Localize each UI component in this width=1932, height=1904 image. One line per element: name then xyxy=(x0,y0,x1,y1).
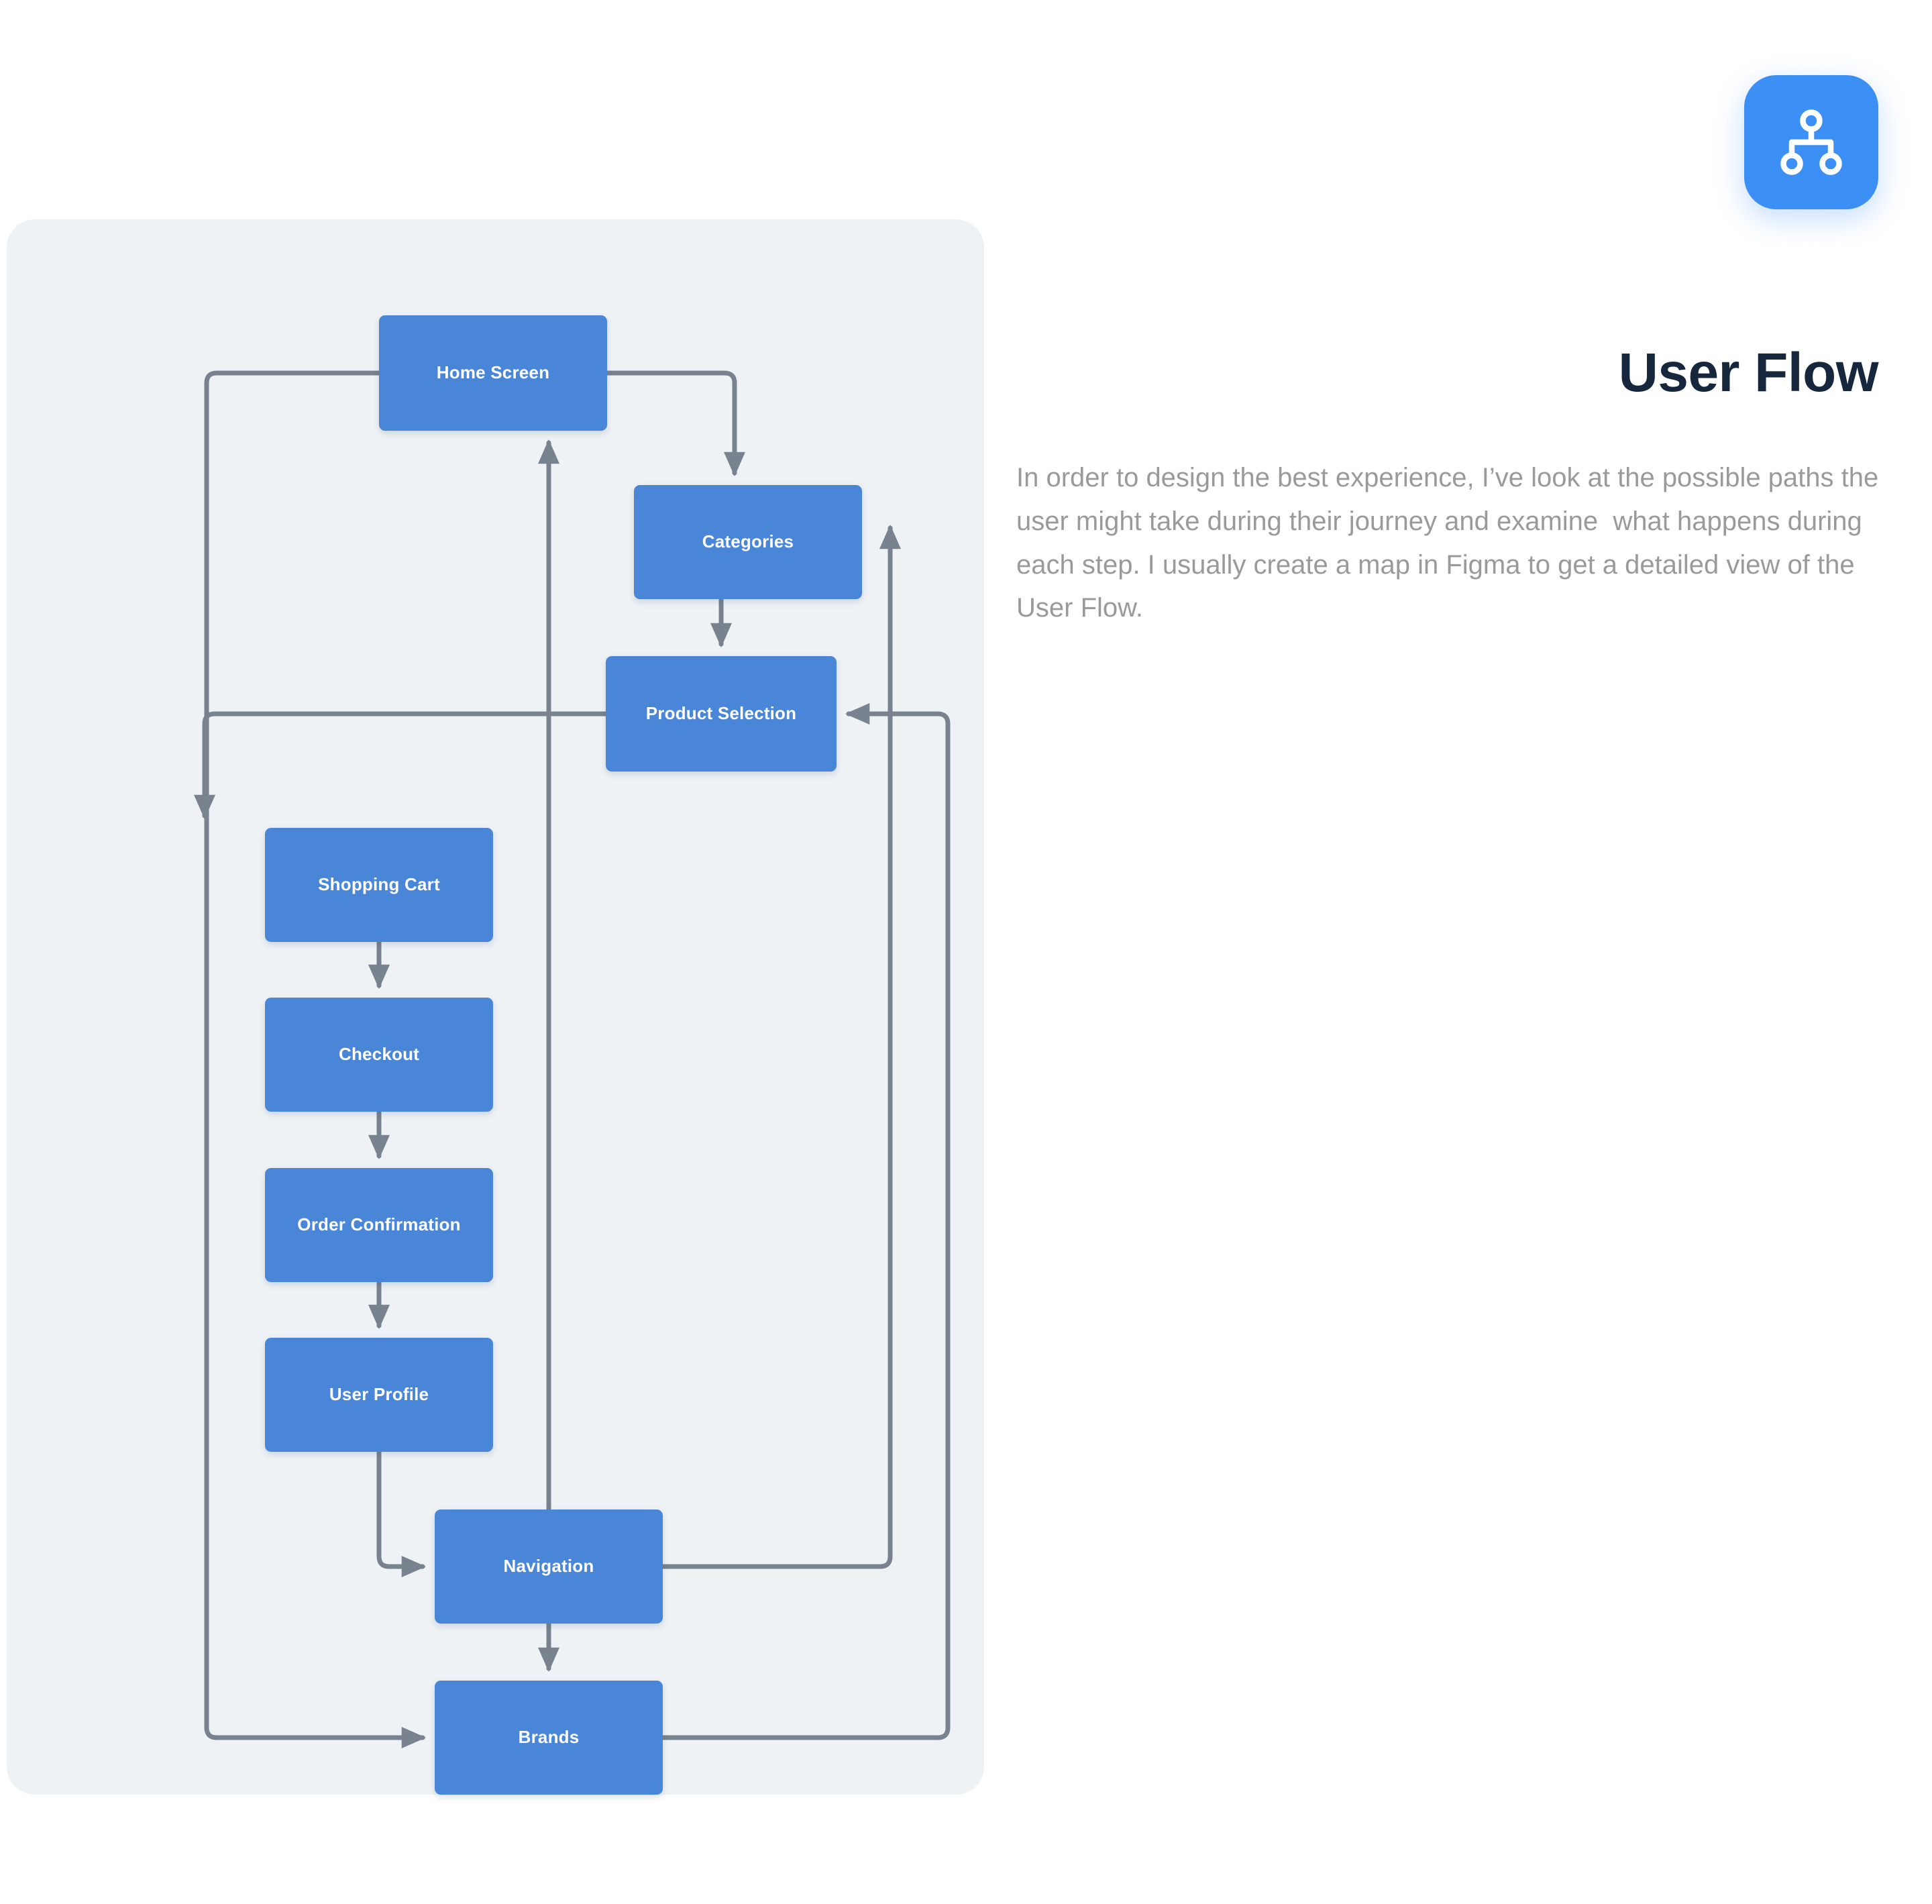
flow-connectors xyxy=(193,370,951,1749)
page-title: User Flow xyxy=(1618,341,1879,403)
flow-node-label: Checkout xyxy=(338,1044,420,1065)
edge-home-to-brands xyxy=(204,370,427,1749)
flow-node-brands[interactable]: Brands xyxy=(435,1681,663,1795)
flow-node-user-profile[interactable]: User Profile xyxy=(265,1338,493,1452)
flow-diagram-panel: Home Screen Categories Product Selection… xyxy=(7,219,984,1795)
flow-node-label: Brands xyxy=(518,1727,580,1748)
edge-product-to-cart xyxy=(193,711,608,820)
flow-node-shopping-cart[interactable]: Shopping Cart xyxy=(265,828,493,942)
flow-node-label: Product Selection xyxy=(645,703,797,724)
description-paragraph: In order to design the best experience, … xyxy=(1016,463,1886,623)
flow-node-categories[interactable]: Categories xyxy=(634,485,862,599)
flow-node-label: Categories xyxy=(702,531,794,552)
flow-node-order-confirmation[interactable]: Order Confirmation xyxy=(265,1168,493,1282)
edge-profile-to-navigation xyxy=(376,1449,427,1578)
flow-node-home-screen[interactable]: Home Screen xyxy=(379,315,607,431)
flow-node-navigation[interactable]: Navigation xyxy=(435,1510,663,1624)
flow-node-label: Navigation xyxy=(503,1556,594,1577)
flow-node-checkout[interactable]: Checkout xyxy=(265,998,493,1112)
edge-brands-to-product xyxy=(660,702,951,1740)
flow-node-label: Shopping Cart xyxy=(318,874,440,895)
flow-node-product-selection[interactable]: Product Selection xyxy=(606,656,837,772)
sitemap-hierarchy-icon xyxy=(1744,75,1878,209)
flow-node-label: Order Confirmation xyxy=(297,1214,461,1235)
edge-home-to-categories xyxy=(604,370,746,477)
flow-node-label: Home Screen xyxy=(436,362,550,383)
edge-navigation-to-categories xyxy=(660,524,902,1569)
flow-node-label: User Profile xyxy=(329,1384,429,1405)
content-column: User Flow In order to design the best ex… xyxy=(1010,0,1902,1904)
